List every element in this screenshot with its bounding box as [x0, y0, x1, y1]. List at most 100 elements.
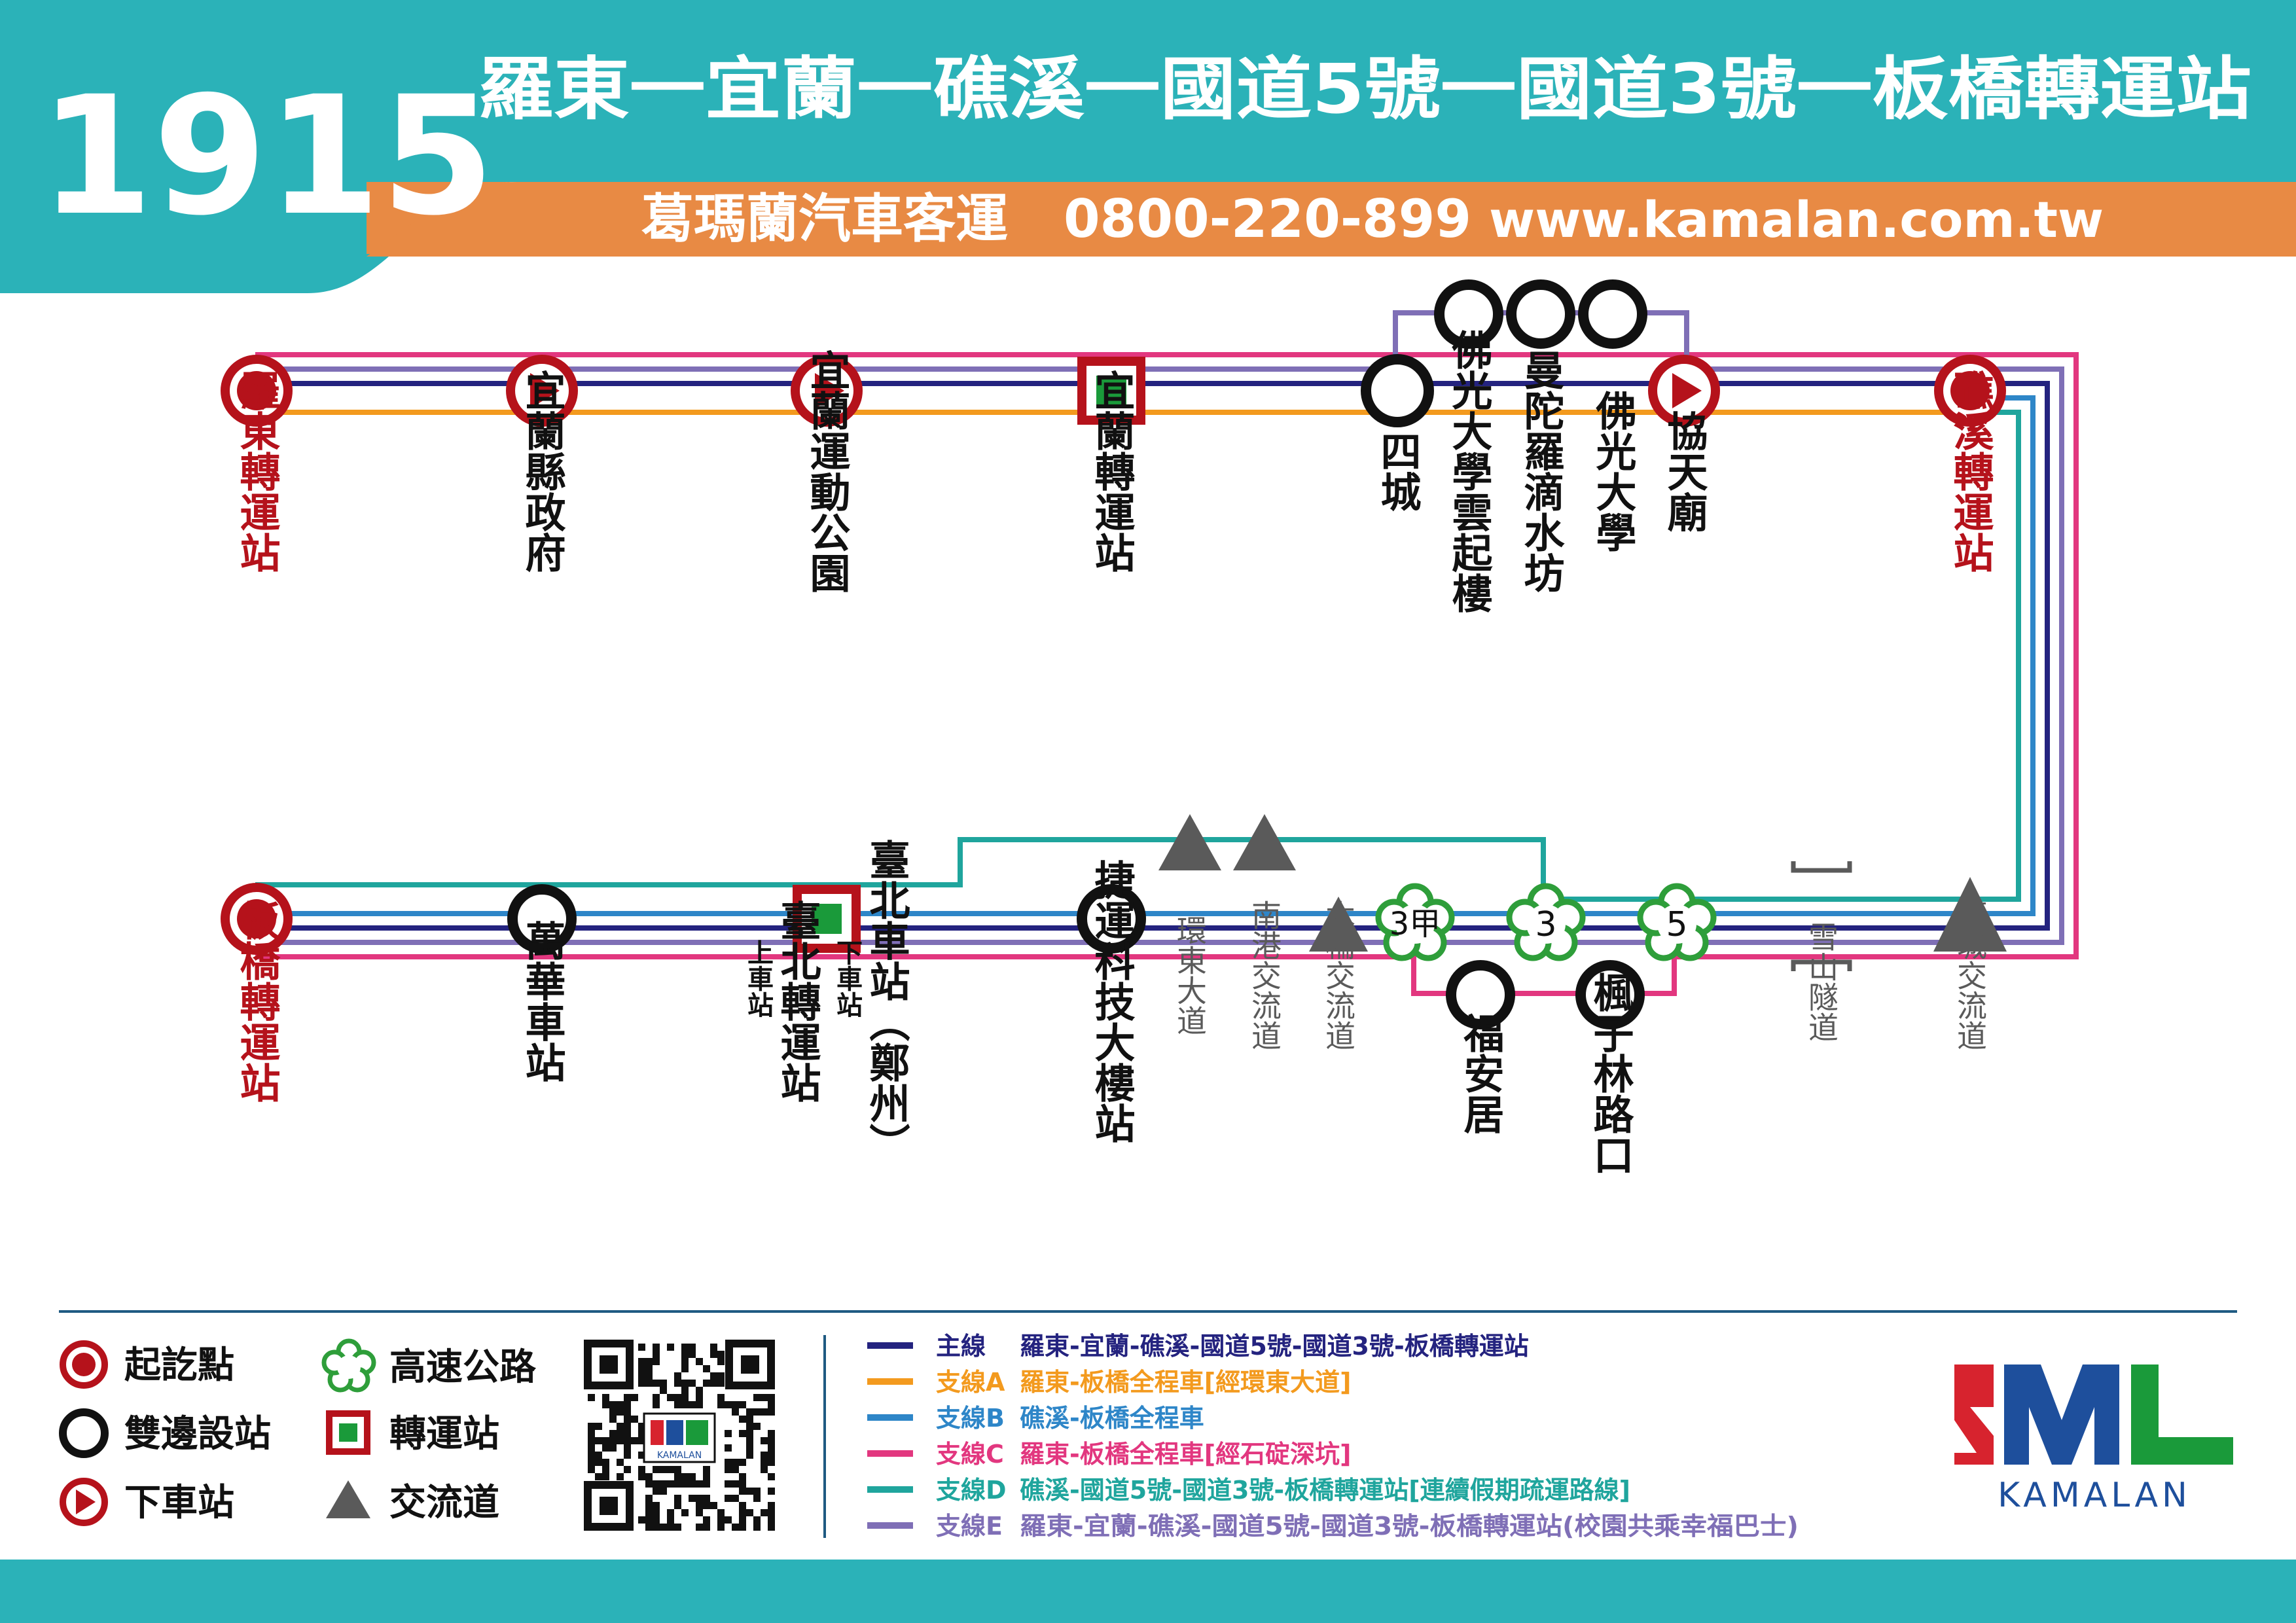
stop-marker-fgu[interactable]	[1578, 279, 1647, 349]
stop-marker-yilan-transfer[interactable]	[1077, 357, 1145, 425]
qr-module	[739, 1473, 746, 1480]
stop-marker-mandala[interactable]	[1506, 279, 1575, 349]
qr-module	[768, 1473, 775, 1480]
qr-module	[725, 1401, 732, 1408]
stop-marker-sicheng[interactable]	[1361, 354, 1434, 427]
qr-module	[681, 1473, 689, 1480]
route-legend-b: 支線B 礁溪-板橋全程車	[867, 1404, 1204, 1433]
qr-module	[753, 1524, 761, 1531]
orange-strip	[367, 182, 2296, 257]
stop-marker-mrt-technology-building[interactable]	[1077, 884, 1146, 954]
qr-module	[638, 1516, 645, 1524]
qr-module	[717, 1394, 725, 1401]
qr-module	[710, 1344, 717, 1351]
legend-dropoff-label: 下車站	[124, 1482, 234, 1524]
qr-module	[768, 1444, 775, 1452]
qr-module	[746, 1416, 753, 1423]
qr-code[interactable]: KAMALAN	[584, 1340, 775, 1531]
route-legend-a-label: 支線A	[936, 1368, 1005, 1397]
alighting-note: 下車站	[832, 939, 862, 1018]
stop-label-yilan-county-hall: 宜蘭縣政府	[518, 370, 566, 573]
qr-module	[609, 1401, 617, 1408]
stop-label-taipei-transfer: 臺北轉運站	[774, 900, 821, 1103]
qr-module	[703, 1380, 710, 1387]
stop-marker-wanhua[interactable]	[507, 884, 577, 954]
stop-marker-fengzilin[interactable]	[1575, 960, 1645, 1029]
qr-module	[617, 1401, 624, 1408]
qr-module	[595, 1437, 602, 1444]
highway-badge-3: 3	[1506, 883, 1586, 961]
stop-marker-rodong[interactable]	[221, 355, 293, 427]
qr-module	[681, 1358, 689, 1365]
legend-interchange-label: 交流道	[389, 1482, 499, 1524]
route-legend-b-label: 支線B	[936, 1404, 1005, 1433]
qr-module	[660, 1480, 667, 1488]
line-main	[255, 381, 2050, 931]
qr-module	[624, 1423, 631, 1430]
qr-module	[746, 1408, 753, 1416]
qr-module	[717, 1351, 725, 1358]
company-name: 葛瑪蘭汽車客運	[641, 188, 1008, 249]
route-legend-c-desc: 羅東-板橋全程車[經石碇深坑]	[1020, 1440, 1352, 1469]
qr-module	[710, 1372, 717, 1380]
qr-module	[645, 1365, 653, 1372]
qr-module	[732, 1524, 739, 1531]
qr-module	[696, 1358, 703, 1365]
qr-module	[681, 1344, 689, 1351]
stop-marker-yilan-sports-park[interactable]	[791, 355, 863, 427]
qr-module	[753, 1516, 761, 1524]
qr-module	[703, 1524, 710, 1531]
qr-module	[753, 1408, 761, 1416]
interchange-label-nangang: 南港交流道	[1247, 900, 1282, 1050]
qr-module	[588, 1459, 595, 1466]
qr-module	[681, 1380, 689, 1387]
qr-module	[696, 1502, 703, 1509]
qr-module	[753, 1394, 761, 1401]
qr-module	[768, 1502, 775, 1509]
qr-module	[717, 1358, 725, 1365]
stop-marker-yilan-county-hall[interactable]	[506, 355, 578, 427]
qr-module	[681, 1394, 689, 1401]
route-legend-e-desc: 羅東-宜蘭-礁溪-國道5號-國道3號-板橋轉運站(校園共乘幸福巴士)	[1020, 1512, 1799, 1541]
route-legend-e-label: 支線E	[936, 1512, 1003, 1541]
stop-marker-fgu-yunqi[interactable]	[1434, 279, 1503, 349]
qr-module	[739, 1401, 746, 1408]
qr-module	[703, 1466, 710, 1473]
tunnel-bracket-top	[1791, 861, 1852, 873]
qr-module	[645, 1358, 653, 1365]
kamalan-logo[interactable]: KAMALAN	[1954, 1364, 2233, 1515]
qr-module	[638, 1358, 645, 1365]
route-legend-d-desc: 礁溪-國道5號-國道3號-板橋轉運站[連續假期疏運路線]	[1020, 1476, 1630, 1505]
phone-number: 0800-220-899	[1064, 188, 1471, 249]
stop-marker-xietian-temple[interactable]	[1648, 355, 1720, 427]
qr-module	[624, 1437, 631, 1444]
stop-marker-jiaoxi[interactable]	[1934, 355, 2006, 427]
qr-module	[761, 1452, 768, 1459]
interchange-label-muzha: 木柵交流道	[1321, 900, 1356, 1050]
qr-module	[602, 1459, 609, 1466]
qr-module	[732, 1480, 739, 1488]
qr-module	[674, 1473, 681, 1480]
stop-label-sicheng: 四城	[1374, 431, 1422, 512]
stop-marker-fuanju[interactable]	[1446, 960, 1515, 1029]
interchange-label-toucheng: 頭城交流道	[1952, 900, 1988, 1050]
qr-module	[674, 1401, 681, 1408]
qr-module	[653, 1401, 660, 1408]
qr-module	[753, 1423, 761, 1430]
qr-module	[602, 1394, 609, 1401]
stop-marker-banqiao[interactable]	[221, 883, 293, 955]
qr-module	[703, 1516, 710, 1524]
qr-module	[667, 1344, 674, 1351]
route-legend-a: 支線A 羅東-板橋全程車[經環東大道]	[867, 1368, 1352, 1397]
stop-marker-taipei-transfer[interactable]	[793, 885, 861, 953]
stop-label-jiaoxi: 礁溪轉運站	[1946, 370, 1994, 573]
qr-module	[732, 1408, 739, 1416]
qr-module	[696, 1387, 703, 1394]
qr-module	[674, 1524, 681, 1531]
interchange-icon-toucheng	[1933, 877, 2007, 952]
qr-module	[660, 1387, 667, 1394]
qr-module	[653, 1351, 660, 1358]
interchange-icon-huandong-a	[1158, 814, 1221, 870]
qr-module	[761, 1459, 768, 1466]
qr-module	[588, 1437, 595, 1444]
